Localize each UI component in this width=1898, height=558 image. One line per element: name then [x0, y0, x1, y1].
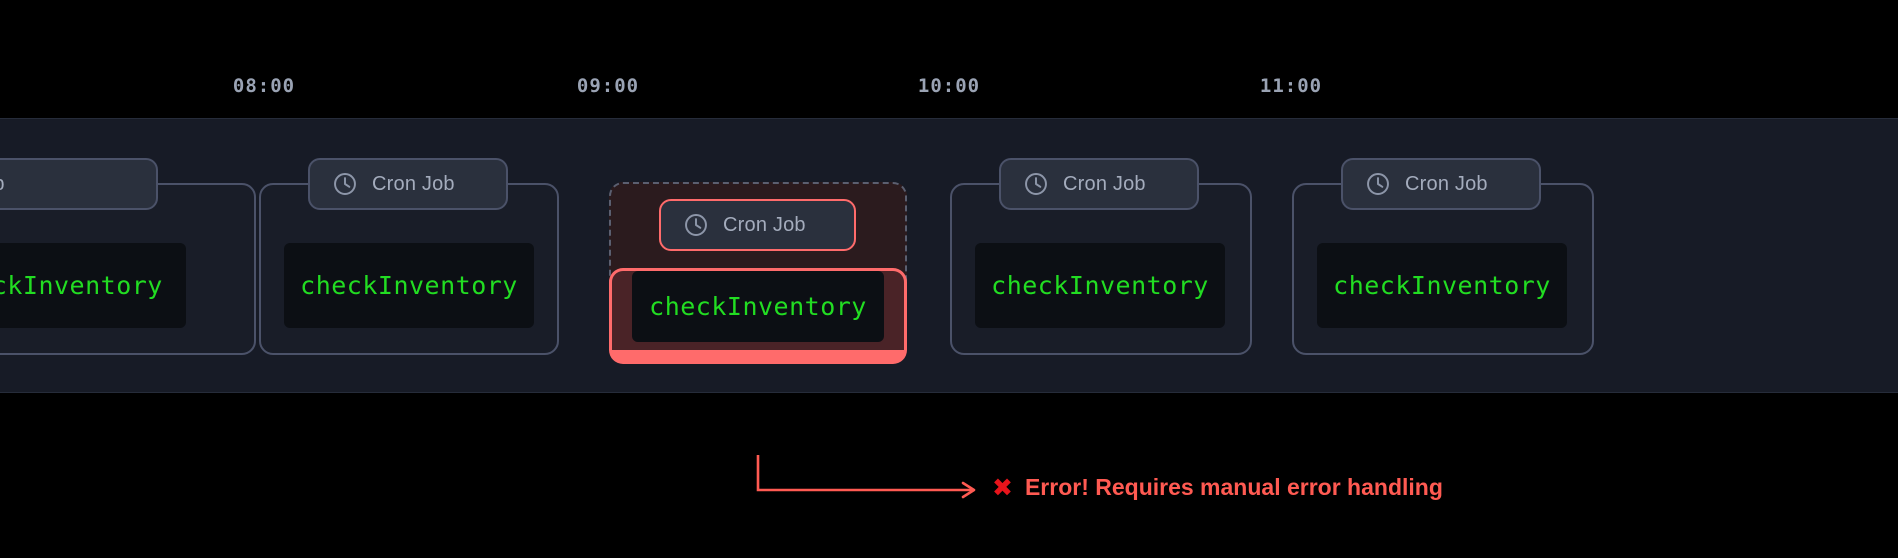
task-name: checkInventory — [0, 271, 163, 300]
task-name: checkInventory — [300, 271, 518, 300]
time-tick-1100: 11:00 — [1259, 75, 1323, 97]
cron-job-badge-label: Cron Job — [723, 213, 806, 236]
clock-icon — [1367, 173, 1389, 195]
cron-job-badge-label: Cron Job — [372, 172, 455, 195]
error-message: Error! Requires manual error handling — [1024, 474, 1443, 500]
cron-job-badge[interactable]: Cron Job — [659, 199, 856, 251]
task-name: checkInventory — [991, 271, 1209, 300]
time-tick-1000: 10:00 — [917, 75, 981, 97]
cron-job-badge-label: Cron Job — [1405, 172, 1488, 195]
cron-job-badge[interactable]: Cron Job — [0, 158, 158, 210]
cross-mark-icon: ✖ — [992, 473, 1013, 502]
cron-job-badge[interactable]: Cron Job — [308, 158, 508, 210]
cron-job-badge[interactable]: Cron Job — [1341, 158, 1541, 210]
task-name: checkInventory — [1333, 271, 1551, 300]
clock-icon — [1025, 173, 1047, 195]
clock-icon — [334, 173, 356, 195]
task-code-box: checkInventory — [0, 243, 186, 328]
cron-job-badge-label: Cron Job — [0, 173, 5, 196]
task-name: checkInventory — [649, 292, 867, 321]
task-code-box: checkInventory — [1317, 243, 1567, 328]
clock-icon — [685, 214, 707, 236]
time-tick-0900: 09:00 — [576, 75, 640, 97]
cron-job-badge-label: Cron Job — [1063, 172, 1146, 195]
cron-job-badge[interactable]: Cron Job — [999, 158, 1199, 210]
task-code-box: checkInventory — [632, 271, 884, 342]
time-ruler: 08:00 09:00 10:00 11:00 — [0, 0, 1898, 118]
error-callout-label: ✖ Error! Requires manual error handling — [992, 474, 1443, 501]
time-tick-0800: 08:00 — [232, 75, 296, 97]
task-code-box: checkInventory — [284, 243, 534, 328]
task-code-box: checkInventory — [975, 243, 1225, 328]
